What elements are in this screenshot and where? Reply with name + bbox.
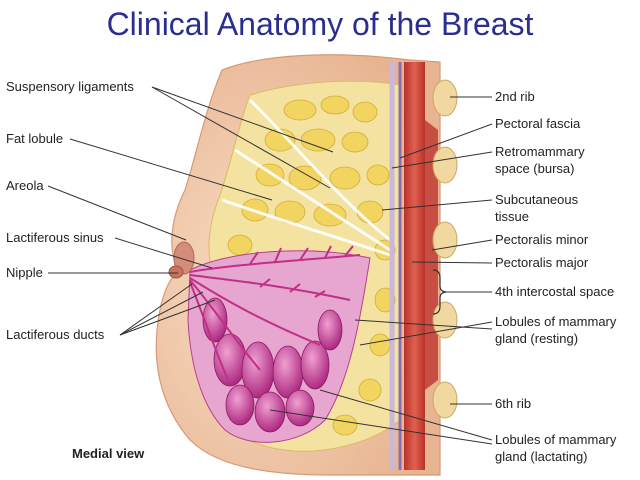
lactating-lobules bbox=[202, 297, 343, 433]
page-title: Clinical Anatomy of the Breast bbox=[106, 6, 534, 42]
label-medial-view: Medial view bbox=[72, 446, 145, 461]
label-lobules-resting-2: gland (resting) bbox=[495, 331, 579, 346]
label-lactiferous-sinus: Lactiferous sinus bbox=[6, 230, 104, 245]
label-subcutaneous-1: Subcutaneous bbox=[495, 192, 579, 207]
label-nipple: Nipple bbox=[6, 265, 43, 280]
label-2nd-rib: 2nd rib bbox=[495, 89, 535, 104]
leader-lines-left bbox=[47, 86, 334, 336]
label-pectoral-fascia: Pectoral fascia bbox=[495, 116, 581, 131]
fat-lobules bbox=[227, 95, 396, 436]
label-pectoralis-major: Pectoralis major bbox=[495, 255, 589, 270]
label-retromammary-1: Retromammary bbox=[495, 144, 585, 159]
label-lactiferous-ducts: Lactiferous ducts bbox=[6, 327, 105, 342]
label-fat-lobule: Fat lobule bbox=[6, 131, 64, 146]
areola bbox=[173, 241, 195, 275]
label-lobules-lactating-2: gland (lactating) bbox=[495, 449, 588, 464]
label-retromammary-2: space (bursa) bbox=[495, 161, 575, 176]
pectoralis-major bbox=[404, 62, 425, 470]
label-subcutaneous-2: tissue bbox=[495, 209, 529, 224]
label-4th-intercostal: 4th intercostal space bbox=[495, 284, 615, 299]
label-lobules-resting-1: Lobules of mammary bbox=[495, 314, 617, 329]
label-lobules-lactating-1: Lobules of mammary bbox=[495, 432, 617, 447]
label-suspensory-ligaments: Suspensory ligaments bbox=[6, 79, 134, 94]
nipple bbox=[168, 265, 184, 279]
leader-lines-right bbox=[269, 96, 493, 445]
label-6th-rib: 6th rib bbox=[495, 396, 532, 411]
suspensory-ligaments bbox=[221, 98, 391, 257]
label-areola: Areola bbox=[6, 178, 44, 193]
lactiferous-ducts bbox=[189, 245, 361, 381]
label-pectoralis-minor: Pectoralis minor bbox=[495, 232, 589, 247]
